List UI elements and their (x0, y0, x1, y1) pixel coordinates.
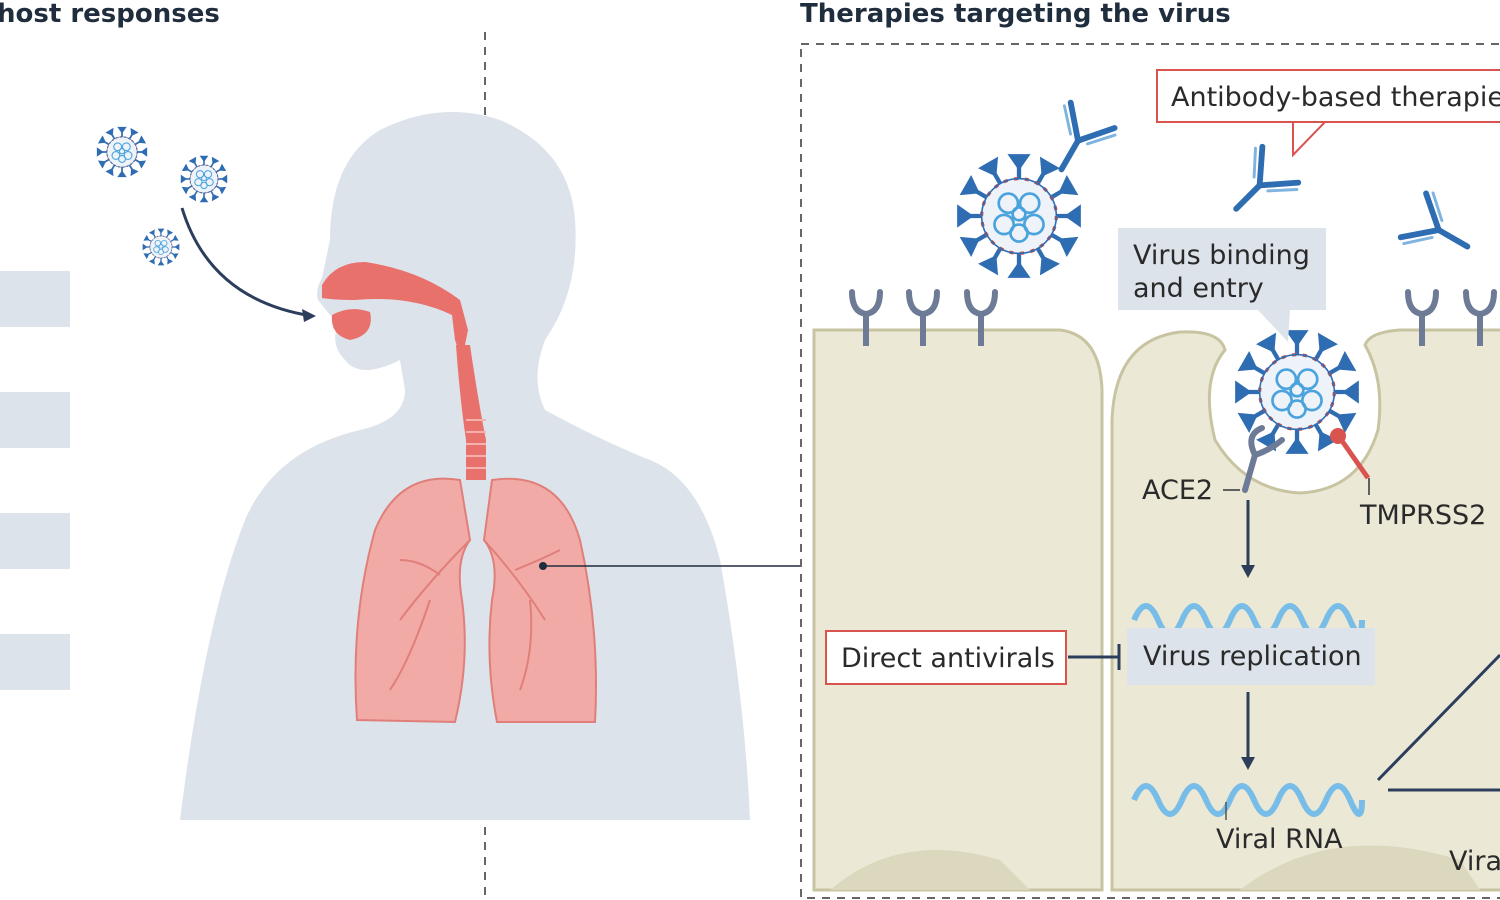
antibody (1215, 144, 1300, 229)
virus-replication-label: Virus replication (1143, 641, 1362, 672)
inhalation-arrow (180, 207, 313, 318)
antibody (1399, 190, 1482, 272)
arrow-head (1241, 757, 1255, 770)
left-panel-title: host responses (0, 0, 220, 29)
legend-block-3 (0, 513, 70, 569)
antibody-therapies-box (1156, 69, 1500, 123)
antibody-therapies-label: Antibody-based therapie (1171, 82, 1500, 113)
tmprss2-head (1330, 428, 1346, 444)
right-panel-title: Therapies targeting the virus (800, 0, 1231, 29)
virus-particle (182, 157, 227, 202)
airway (322, 262, 486, 480)
viral-protein-label: Vira (1449, 846, 1500, 877)
virus-particle (143, 229, 178, 264)
virus-particle (98, 128, 147, 177)
trachea-rings (466, 419, 486, 469)
virus-binding-label-1: Virus binding (1133, 240, 1310, 271)
virus-binding-label-2: and entry (1133, 273, 1264, 304)
tmprss2-label: TMPRSS2 (1359, 500, 1486, 531)
arrow-head (302, 309, 316, 322)
viral-rna-label: Viral RNA (1216, 824, 1343, 855)
virus-binding-box (1118, 228, 1326, 342)
human-silhouette (180, 112, 750, 820)
tmprss2-protease (1337, 436, 1371, 480)
viral-rna-strand (1131, 783, 1365, 817)
ace2-label: ACE2 (1142, 475, 1213, 506)
virus-particle (959, 156, 1078, 275)
direct-antivirals-label: Direct antivirals (841, 643, 1055, 674)
cells (812, 328, 1500, 892)
direct-antivirals-box (825, 630, 1067, 685)
ace2-receptor (1242, 425, 1285, 493)
legend-block-4 (0, 634, 70, 690)
arrow-head (1241, 565, 1255, 578)
bronchi (389, 539, 561, 691)
translation-line (1376, 653, 1500, 782)
antibody-callout (1292, 121, 1326, 158)
detail-box (800, 43, 1500, 899)
legend-block-2 (0, 392, 70, 448)
right-lung (482, 477, 597, 723)
virus-replication-box (1127, 628, 1375, 685)
left-lung (354, 477, 472, 724)
legend-block-1 (0, 271, 70, 327)
